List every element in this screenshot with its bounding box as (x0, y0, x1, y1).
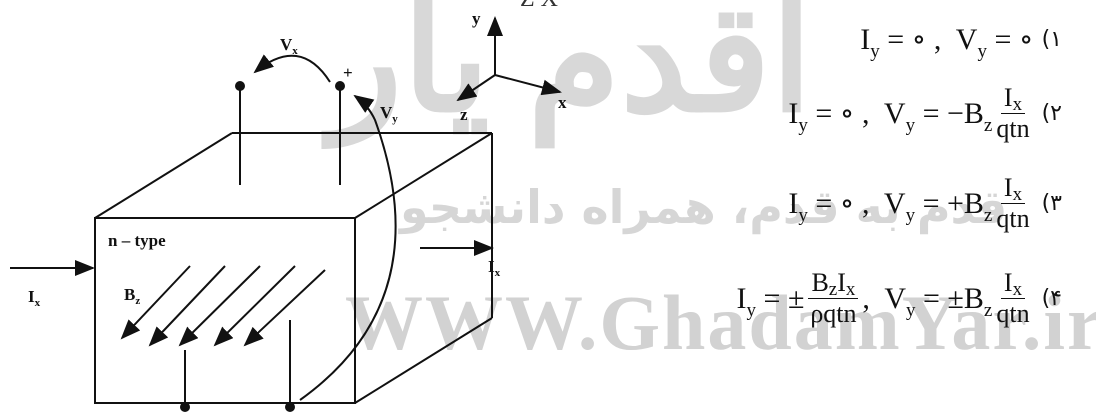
probe-dot-bottom-right (285, 402, 295, 412)
axis-y-label: y (472, 9, 481, 28)
watermark-slogan: قدم به قدم، همراه دانشجو (400, 180, 1008, 234)
bottom-probes (184, 320, 291, 406)
probe-dot-left (235, 81, 245, 91)
magnetic-field-arrows (120, 265, 326, 347)
vy-arrow (299, 94, 397, 401)
ix-out-label: Ix (488, 257, 501, 279)
ix-in-label: Ix (28, 287, 41, 309)
ntype-label: n – type (108, 231, 166, 250)
option-3-number: (۳ (1041, 191, 1062, 216)
option-2-number: (۲ (1041, 101, 1062, 126)
coordinate-axes (456, 16, 562, 102)
vx-label: Vx (280, 35, 298, 57)
watermark-logo: اقدم یار (330, 0, 813, 143)
probe-dot-right (335, 81, 345, 91)
plus-sign: + (343, 63, 353, 82)
vy-label: Vy (380, 103, 398, 125)
probe-dot-bottom-left (180, 402, 190, 412)
option-1-number: (۱ (1041, 27, 1062, 52)
semiconductor-block (94, 132, 493, 404)
option-1[interactable]: Iy = ∘ , Vy = ∘ (۱ (860, 23, 1062, 62)
bz-label: Bz (124, 285, 140, 307)
hall-effect-diagram: y x z Vx + Vy Ix Ix n – type Bz (10, 9, 567, 412)
option-4-number: (۴ (1041, 286, 1062, 311)
header-fragment: Z X (520, 0, 558, 13)
axis-z-label: z (460, 105, 468, 124)
axis-x-label: x (558, 93, 567, 112)
watermark-url: WWW.GhadamYar.ir (345, 279, 1096, 366)
top-probes (239, 88, 341, 185)
vx-arrow (253, 54, 331, 83)
